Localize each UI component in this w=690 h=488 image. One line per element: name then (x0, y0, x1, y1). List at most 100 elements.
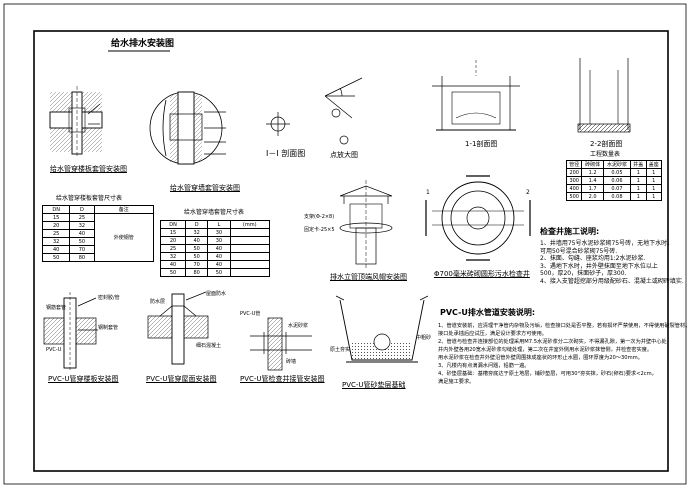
note-line: 500，厚20，抹面砂子，厚300. (540, 270, 627, 277)
note-line: 满足施工要求。 (438, 379, 475, 386)
table-header: 管径 砖砌体 水泥砂浆 井盖 盖座 (565, 160, 663, 169)
cell: 1 (645, 168, 663, 177)
cell: 200 (565, 168, 583, 177)
cell: 30 (207, 236, 231, 245)
note-line: 并内外壁各用20宽水泥砂浆勾缝处理，第二次在井室外侧用水泥砂浆抹管侧，并检查密实… (438, 347, 653, 354)
note-line: 2、管道与检查井连接部位的处理采用M7.5水泥砂浆分二次砌实，不得漏孔隙，第一次… (438, 339, 672, 346)
label-pvc-roof-c: 细石混凝土 (196, 343, 222, 349)
cell: 0.05 (602, 168, 632, 177)
note-line: 3、凡楼内有点滴漏水问题，铅筋一遍。 (438, 363, 530, 370)
cell: 1 (645, 176, 663, 185)
note-line: 1、管道安装前，应清理干净管内杂物及污垢，检查接口处是否平整，若有损坏严禁使用，… (438, 323, 690, 329)
cell (229, 252, 270, 261)
pvc-notes: 1、管道安装前，应清理干净管内杂物及污垢，检查接口处是否平整，若有损坏严禁使用，… (438, 322, 690, 387)
cell: 1 (630, 168, 647, 177)
caption-wall-sleeve: 给水管穿墙套管安装图 (170, 184, 240, 192)
cell: 32 (185, 228, 209, 237)
pvc-roof-drawing (147, 291, 209, 365)
cell: 25 (41, 229, 71, 238)
cell: 80 (185, 268, 209, 277)
label-sand-b: 中粗砂 (416, 335, 432, 341)
caption-section-2-2: 2-2剖面图 (590, 140, 623, 148)
header-cell: DN (159, 220, 187, 229)
header-cell: 管径 (565, 160, 583, 169)
label-pvc-floor-c: PVC-U (46, 347, 62, 353)
cell: 20 (159, 236, 187, 245)
cell: 50 (41, 253, 71, 262)
header-cell: 盖座 (645, 160, 663, 169)
table-header: DN D 备注 (41, 205, 155, 214)
note-line: 1、井墙用75号水泥砂浆砌75号砖，无地下水时， (540, 240, 674, 247)
cell: 0.06 (602, 176, 632, 185)
floor-sleeve-drawing (49, 86, 103, 158)
wall-sleeve-drawing (149, 91, 226, 165)
cell (229, 236, 270, 245)
cell: 40 (207, 244, 231, 253)
section-symbol (266, 112, 290, 136)
cell (229, 228, 270, 237)
header-cell: 井盖 (630, 160, 647, 169)
label-pvc-floor-a: 密封胶/管 (98, 295, 120, 301)
caption-pvc-roof: PVC-U管穿屋面安装图 (146, 375, 217, 383)
section-1-1-drawing (432, 60, 520, 131)
cell: 70 (185, 260, 209, 269)
label-section-mark-2: 2 (526, 189, 530, 196)
inspection-notes: 1、井墙用75号水泥砂浆砌75号砖，无地下水时， 可用50号混合砂浆砌75号砖.… (540, 240, 684, 285)
cell: 70 (69, 245, 95, 254)
outer-frame (3, 3, 687, 485)
pvc-floor-drawing (43, 292, 98, 372)
header-cell: 砖砌体 (581, 160, 604, 169)
cell: 40 (69, 229, 95, 238)
header-cell: L (207, 220, 231, 229)
label-pvc-roof-a: 屋面防水 (206, 291, 227, 297)
section-2-2-drawing (577, 58, 631, 133)
cell: 1 (630, 176, 647, 185)
caption-point-enlarge: 点放大图 (330, 151, 358, 159)
pvc-sand-bed-drawing (335, 295, 429, 363)
cell: 50 (185, 244, 209, 253)
header-cell: DN (41, 205, 71, 214)
cell: 0.08 (602, 192, 632, 201)
label-pvc-well-c: 砖墙 (286, 359, 297, 365)
label-pvc-floor-d: 钢制套管 (98, 325, 119, 331)
header-cell: (mm) (229, 220, 270, 229)
cell: 1 (630, 192, 647, 201)
quantity-table-title: 工程数量表 (590, 151, 621, 158)
caption-pvc-floor: PVC-U管穿楼板安装图 (48, 375, 119, 383)
cell: 50 (185, 252, 209, 261)
caption-roof-vent: 排水立管顶端风帽安装图 (330, 273, 407, 281)
label-vent-clamp: 固定卡-25×5 (304, 227, 335, 233)
note-line: 用水泥砂浆在检查井外壁沿管外壁周围抹成座状的环形止水圈，圈环厚度为20～30mm… (438, 355, 643, 362)
note-line: 接口处承插后应试压，满足设计要求方可使用。 (438, 331, 547, 338)
pvc-notes-title: PVC-U排水管道安装说明: (440, 308, 536, 317)
cell: 0.07 (602, 184, 632, 193)
label-vent-bracket: 支架(Φ-2×8) (304, 214, 335, 220)
cell: 1.2 (581, 168, 604, 177)
cell: 500 (565, 192, 583, 201)
floor-table-title: 给水管穿楼板套管尺寸表 (56, 195, 123, 202)
cell: 400 (565, 184, 583, 193)
cell: 50 (69, 237, 95, 246)
cell: 40 (185, 236, 209, 245)
label-pvc-well-b: 水泥砂浆 (288, 323, 309, 329)
cell: 20 (41, 221, 71, 230)
cell: 15 (41, 213, 71, 222)
cell: 1.7 (581, 184, 604, 193)
cell: 1.4 (581, 176, 604, 185)
caption-inspection-well: Φ700毫米砖砌圆形污水检查井 (434, 270, 530, 278)
cell: 32 (159, 252, 187, 261)
cell: 40 (207, 260, 231, 269)
cell: 80 (69, 253, 95, 262)
drawing-title: 给水排水安装图 (111, 39, 175, 49)
cell (229, 244, 270, 253)
